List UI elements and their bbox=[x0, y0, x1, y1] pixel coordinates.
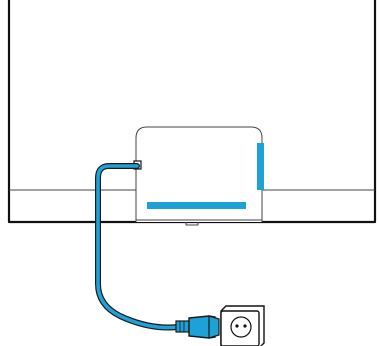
socket-hole-right bbox=[243, 324, 247, 328]
cable-core bbox=[96, 164, 180, 330]
rear-panel-outline bbox=[135, 126, 263, 222]
side-accent-strip bbox=[257, 143, 264, 190]
power-cable bbox=[95, 163, 181, 331]
socket-hole-left bbox=[235, 324, 239, 328]
plug-grip bbox=[208, 315, 220, 339]
power-plug bbox=[175, 315, 220, 339]
stand-foot-tab bbox=[185, 222, 199, 226]
plug-strain-relief bbox=[175, 320, 190, 333]
rear-panel bbox=[135, 126, 264, 226]
wall-socket bbox=[220, 305, 265, 346]
socket-recess bbox=[230, 316, 252, 338]
bottom-accent-strip bbox=[147, 202, 246, 209]
